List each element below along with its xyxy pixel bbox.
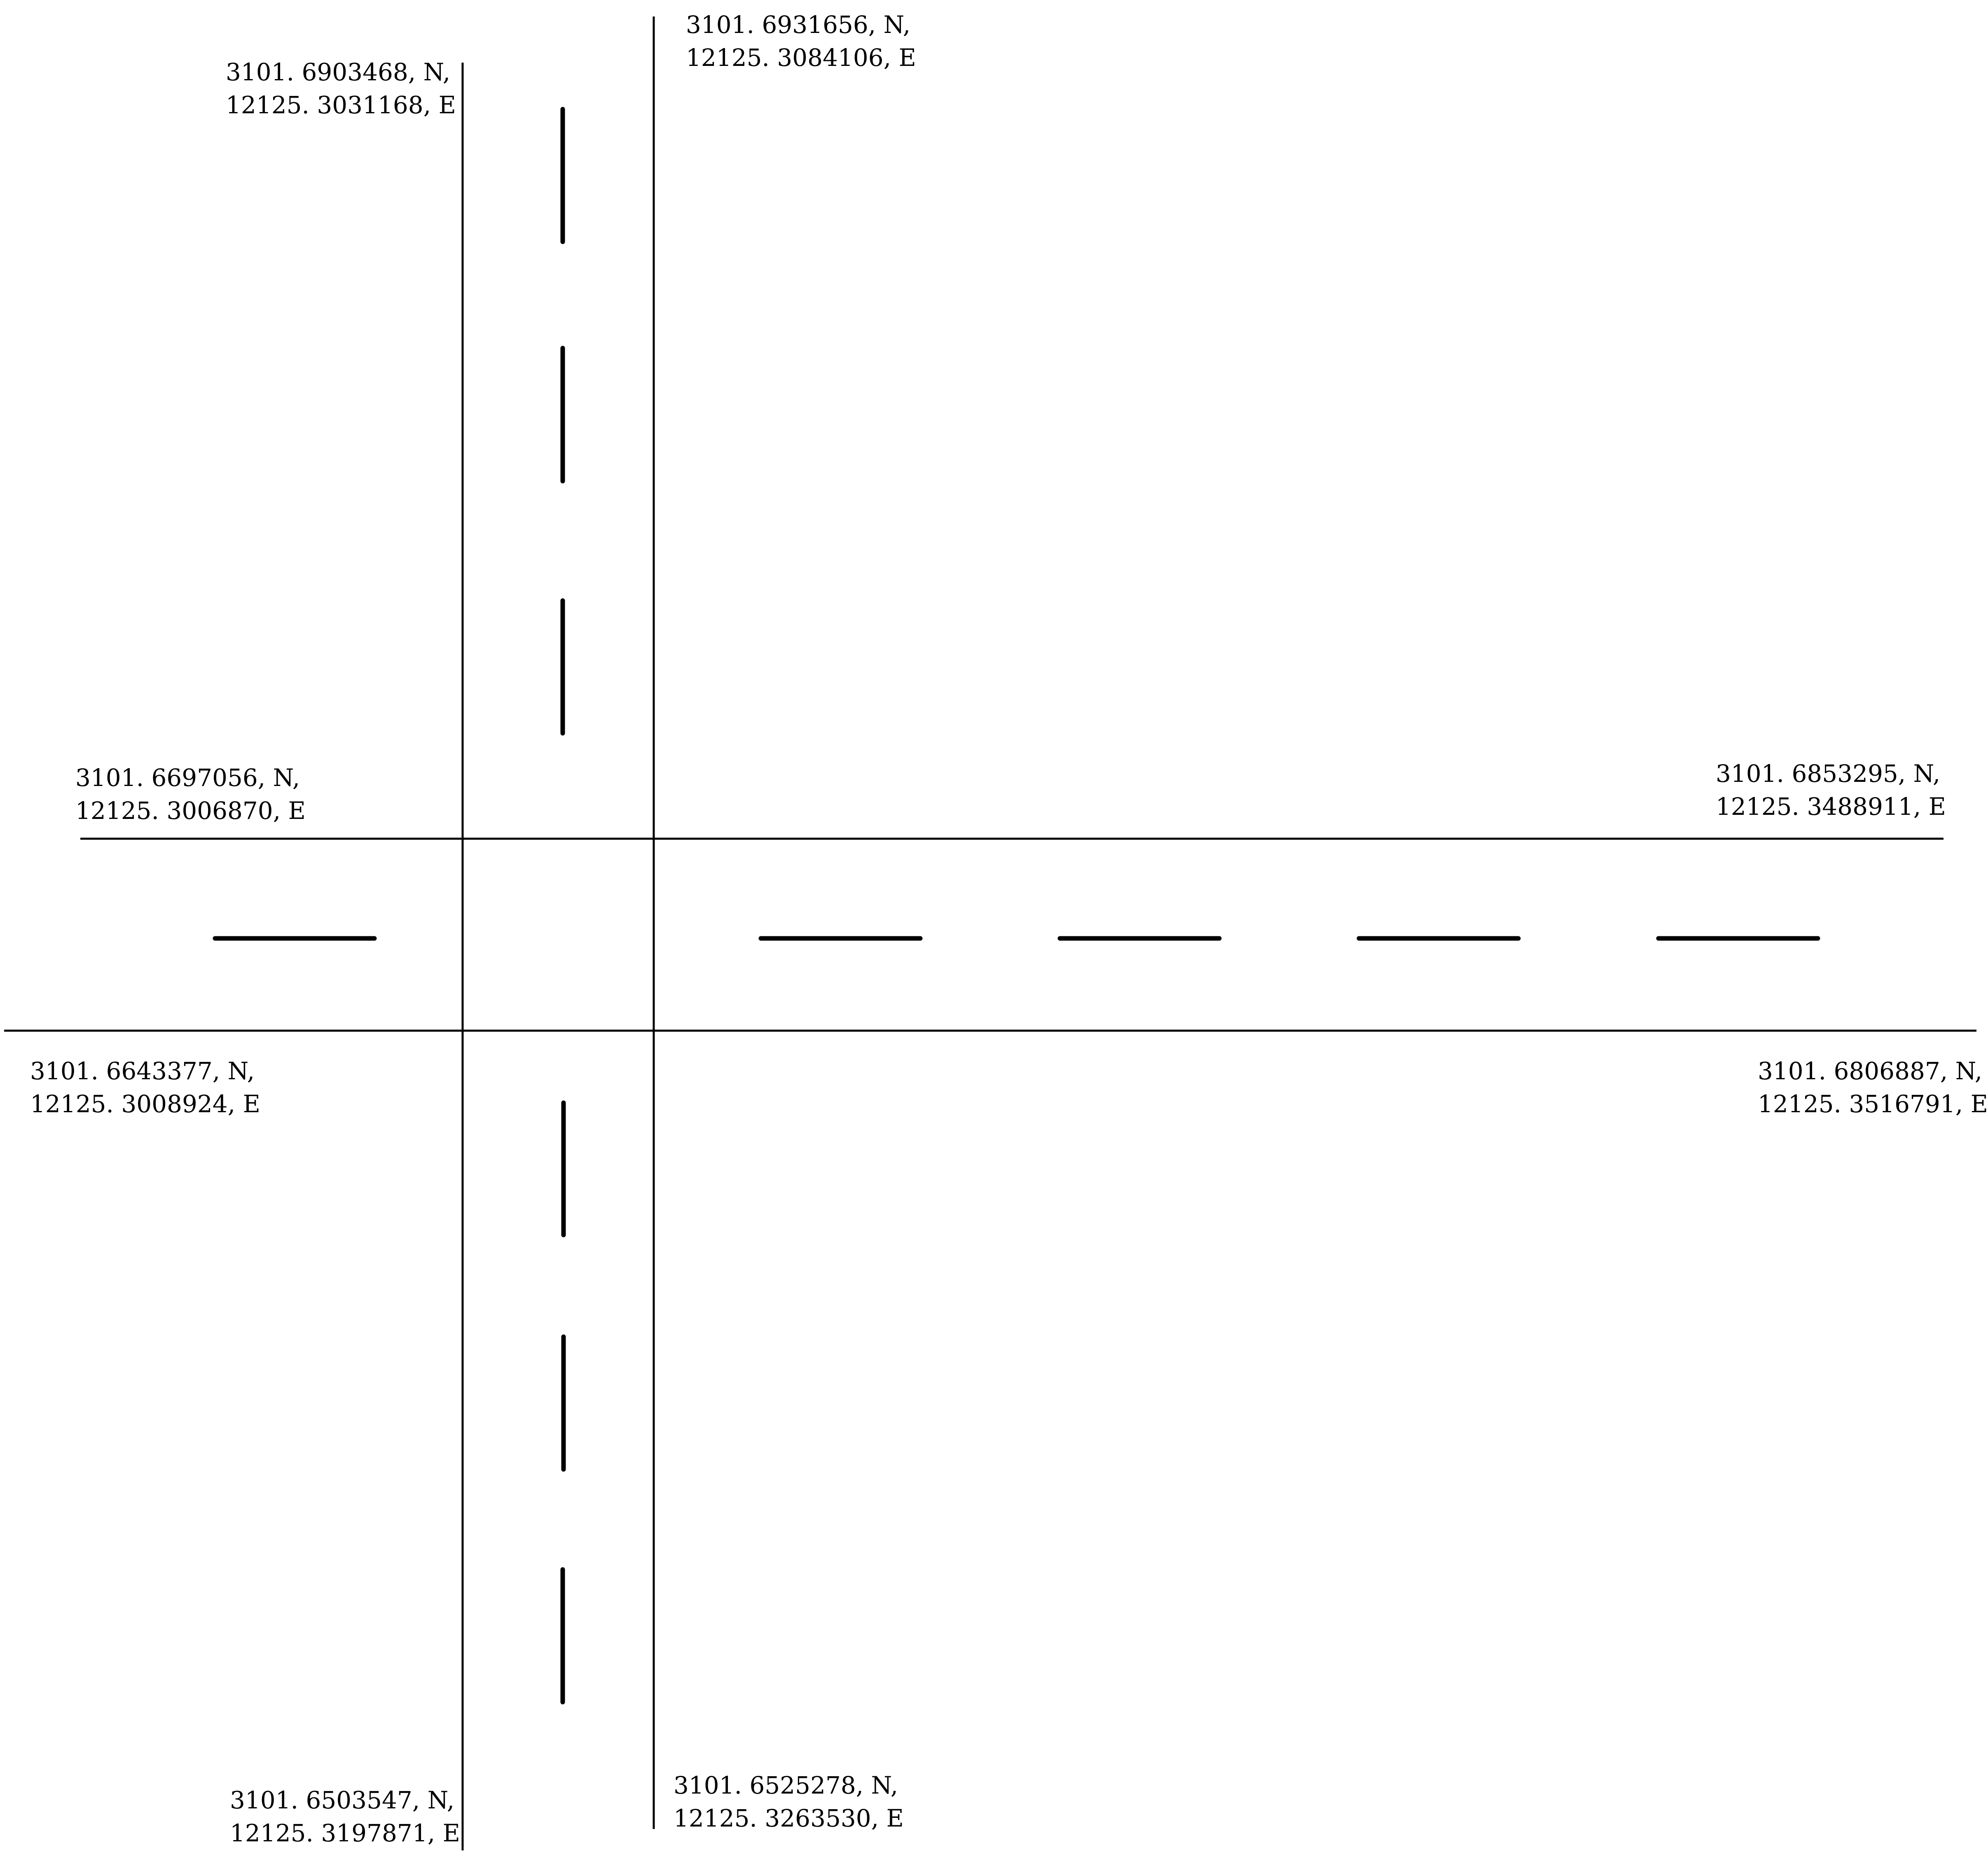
- coordinate-label-west-bottom: 3101. 6643377, N, 12125. 3008924, E: [30, 1055, 260, 1120]
- latitude-text: 3101. 6643377, N,: [30, 1057, 255, 1085]
- coordinate-label-south-left: 3101. 6503547, N, 12125. 3197871, E: [230, 1784, 460, 1850]
- longitude-text: 12125. 3263530, E: [674, 1804, 904, 1832]
- longitude-text: 12125. 3516791, E: [1758, 1090, 1988, 1118]
- longitude-text: 12125. 3031168, E: [226, 91, 456, 119]
- longitude-text: 12125. 3008924, E: [30, 1090, 260, 1118]
- latitude-text: 3101. 6853295, N,: [1716, 760, 1941, 788]
- longitude-text: 12125. 3084106, E: [686, 44, 916, 72]
- coordinate-label-south-right: 3101. 6525278, N, 12125. 3263530, E: [674, 1769, 904, 1835]
- latitude-text: 3101. 6697056, N,: [75, 764, 300, 792]
- coordinate-label-north-left: 3101. 6903468, N, 12125. 3031168, E: [226, 56, 456, 122]
- longitude-text: 12125. 3197871, E: [230, 1819, 460, 1847]
- latitude-text: 3101. 6931656, N,: [686, 11, 911, 39]
- coordinate-label-north-right: 3101. 6931656, N, 12125. 3084106, E: [686, 8, 916, 74]
- latitude-text: 3101. 6903468, N,: [226, 58, 451, 86]
- coordinate-label-west-top: 3101. 6697056, N, 12125. 3006870, E: [75, 761, 306, 827]
- longitude-text: 12125. 3488911, E: [1716, 793, 1946, 821]
- latitude-text: 3101. 6525278, N,: [674, 1771, 898, 1799]
- latitude-text: 3101. 6806887, N,: [1758, 1057, 1983, 1085]
- latitude-text: 3101. 6503547, N,: [230, 1786, 455, 1814]
- longitude-text: 12125. 3006870, E: [75, 797, 306, 825]
- lane-dashes: [213, 107, 1820, 1705]
- coordinate-label-east-top: 3101. 6853295, N, 12125. 3488911, E: [1716, 757, 1946, 823]
- road-edges: [4, 16, 1976, 1850]
- coordinate-label-east-bottom: 3101. 6806887, N, 12125. 3516791, E: [1758, 1055, 1988, 1120]
